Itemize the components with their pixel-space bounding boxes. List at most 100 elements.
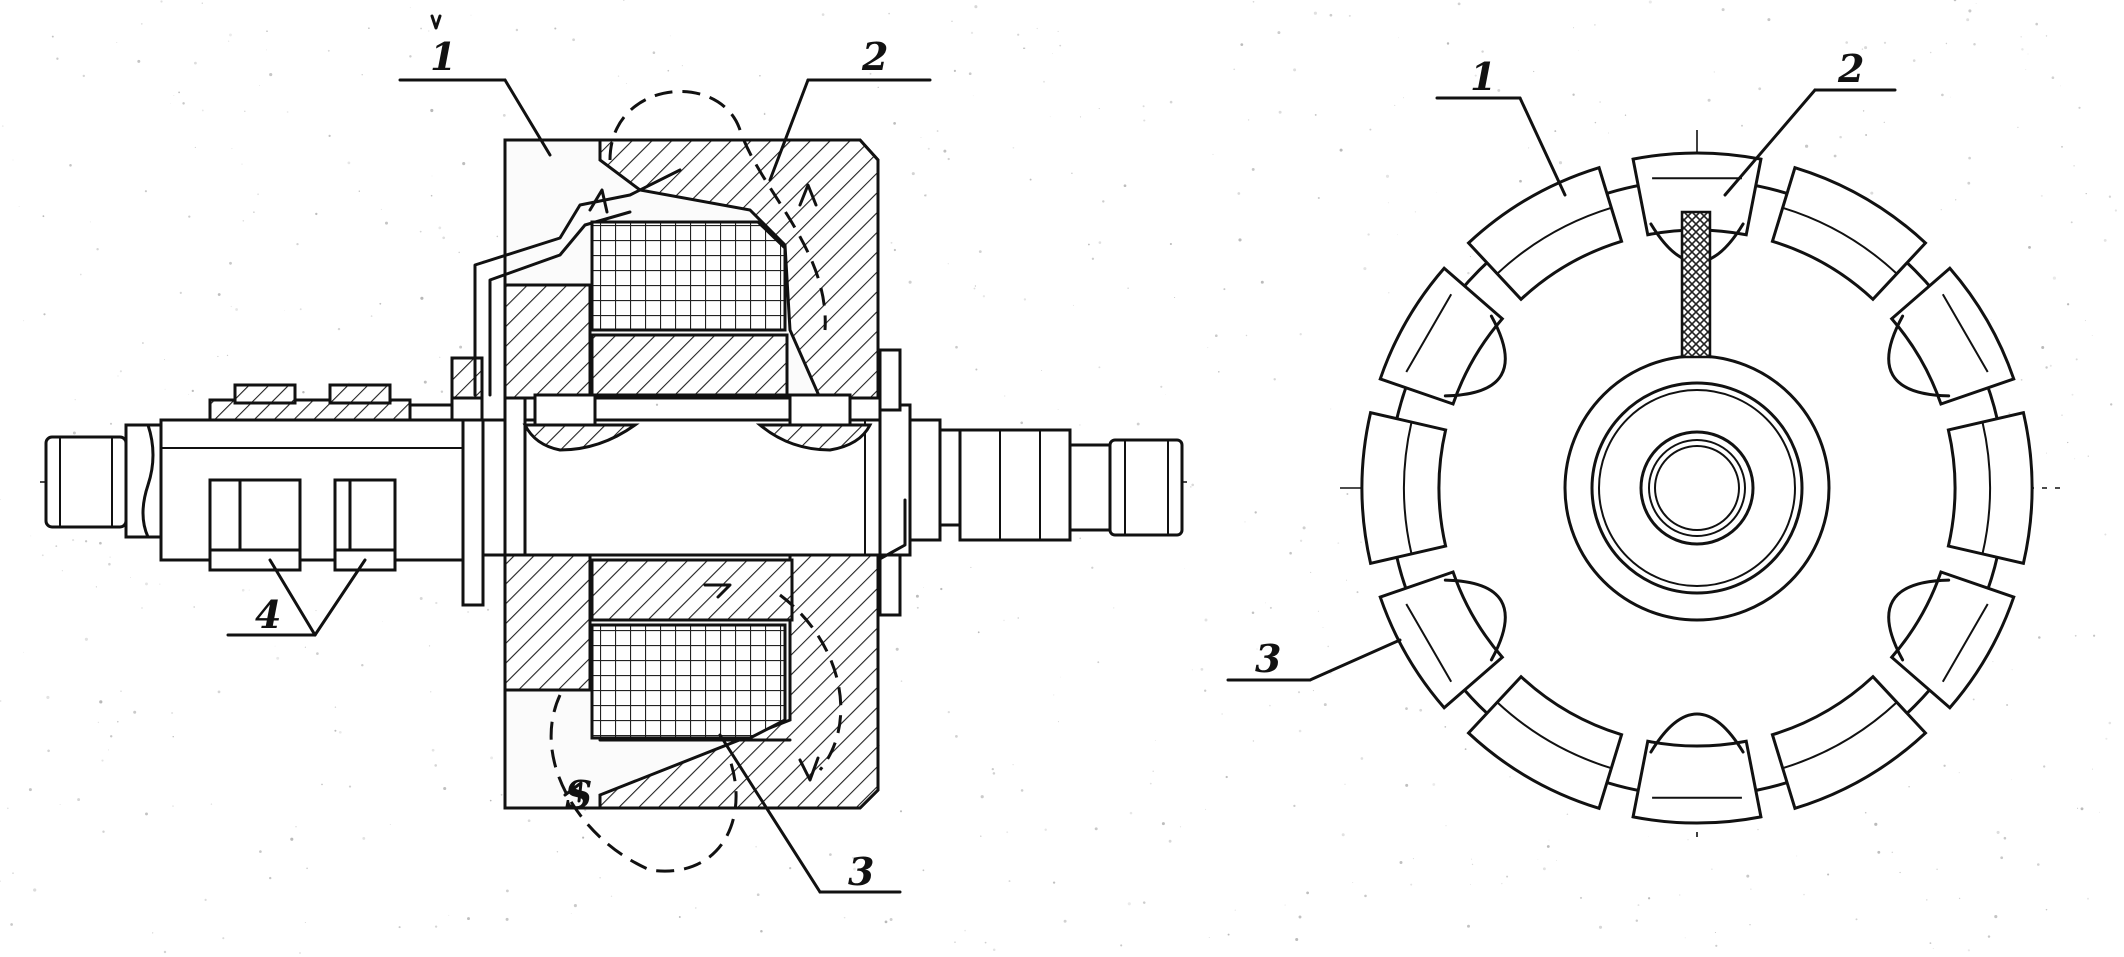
speckle-dot (159, 583, 161, 585)
speckle-dot (170, 103, 171, 105)
speckle-dot (334, 706, 337, 708)
speckle-dot (991, 767, 994, 771)
speckle-dot (667, 69, 670, 72)
speckle-dot (46, 695, 50, 699)
speckle-dot (274, 645, 276, 647)
speckle-dot (1142, 105, 1145, 108)
speckle-dot (954, 941, 956, 944)
speckle-dot (2037, 863, 2040, 866)
speckle-dot (1399, 861, 1403, 864)
speckle-dot (248, 589, 250, 591)
speckle-dot (1346, 493, 1349, 495)
speckle-dot (1464, 748, 1467, 750)
speckle-dot (1750, 888, 1752, 890)
speckle-dot (1968, 9, 1972, 13)
speckle-dot (290, 837, 294, 841)
speckle-dot (1598, 925, 1603, 929)
speckle-dot (502, 114, 506, 117)
speckle-dot (1298, 915, 1302, 919)
speckle-dot (443, 786, 447, 791)
speckle-dot (505, 917, 509, 921)
speckle-dot (1608, 132, 1609, 134)
speckle-dot (1314, 113, 1317, 116)
speckle-dot (1497, 88, 1501, 92)
speckle-dot (440, 390, 444, 393)
pole-shoe-pointed (1889, 266, 2016, 406)
speckle-dot (299, 952, 301, 954)
speckle-dot (1945, 42, 1948, 45)
speckle-dot (370, 315, 373, 317)
speckle-dot (380, 208, 382, 210)
speckle-dot (72, 431, 76, 435)
speckle-dot (888, 12, 890, 15)
speckle-dot (1240, 43, 1244, 46)
speckle-dot (379, 302, 382, 305)
speckle-dot (1245, 334, 1248, 337)
speckle-dot (1293, 804, 1296, 808)
speckle-dot (296, 242, 299, 246)
speckle-dot (1711, 868, 1713, 870)
speckle-dot (2011, 779, 2012, 781)
speckle-dot (1098, 108, 1100, 110)
speckle-dot (295, 826, 297, 828)
speckle-dot (975, 368, 978, 371)
speckle-dot (1548, 839, 1550, 841)
speckle-dot (2075, 358, 2078, 361)
speckle-dot (1252, 0, 1255, 3)
speckle-dot (1648, 0, 1652, 4)
flux-path-lower (549, 694, 738, 873)
speckle-dot (1298, 729, 1302, 733)
speckle-dot (1006, 831, 1009, 834)
speckle-dot (978, 250, 982, 253)
speckle-dot (623, 0, 625, 1)
speckle-dot (936, 130, 939, 132)
speckle-dot (95, 586, 97, 588)
speckle-dot (1003, 619, 1005, 622)
speckle-dot (1471, 863, 1474, 866)
speckle-dot (419, 230, 422, 233)
speckle-dot (1346, 579, 1347, 581)
speckle-dot (228, 40, 230, 42)
speckle-dot (84, 540, 88, 543)
speckle-dot (1289, 551, 1292, 555)
speckle-dot (1299, 539, 1303, 542)
speckle-dot (764, 111, 766, 113)
speckle-dot (1079, 424, 1081, 426)
speckle-dot (409, 55, 412, 58)
speckle-dot (1594, 121, 1597, 124)
speckle-dot (1329, 13, 1333, 17)
speckle-dot (2108, 721, 2112, 725)
speckle-dot (137, 59, 141, 63)
brush-lead-insulation (208, 398, 412, 422)
speckle-dot (0, 700, 2, 702)
speckle-dot (368, 27, 370, 29)
speckle-dot (2041, 346, 2045, 349)
speckle-dot (1805, 144, 1809, 148)
end-label-pole-2: 2 (1837, 46, 1864, 91)
speckle-dot (266, 30, 268, 32)
speckle-dot (2008, 412, 2011, 415)
speckle-dot (2078, 106, 2081, 109)
speckle-dot (257, 193, 259, 196)
speckle-dot (72, 539, 75, 542)
speckle-dot (947, 157, 950, 161)
speckle-dot (2066, 303, 2070, 306)
speckle-dot (1017, 617, 1019, 619)
speckle-dot (321, 783, 323, 786)
speckle-dot (1079, 116, 1082, 118)
speckle-dot (760, 930, 763, 933)
speckle-dot (2087, 455, 2089, 457)
speckle-dot (1624, 114, 1627, 116)
speckle-dot (1746, 874, 1750, 878)
speckle-dot (1297, 691, 1301, 694)
speckle-dot (1191, 669, 1193, 671)
speckle-dot (194, 146, 196, 148)
shoe-inner-arc (1782, 701, 1898, 770)
speckle-dot (1714, 932, 1716, 933)
speckle-dot (1968, 156, 1971, 160)
speckle-dot (144, 190, 147, 193)
speckle-dot (1323, 703, 1327, 707)
speckle-dot (334, 729, 337, 732)
speckle-dot (572, 38, 575, 42)
speckle-dot (505, 889, 509, 893)
